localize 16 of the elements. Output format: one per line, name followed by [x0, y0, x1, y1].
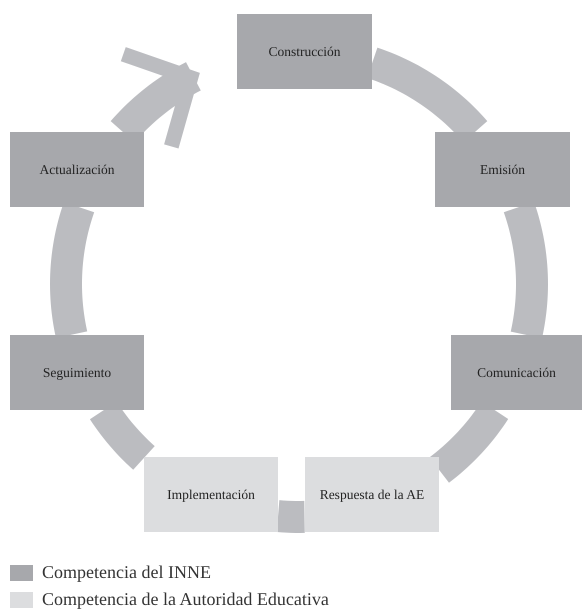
- step-label: Implementación: [167, 486, 255, 502]
- process-box: [435, 132, 570, 207]
- step-label: Emisión: [480, 162, 525, 178]
- process-box: [237, 14, 372, 89]
- step-label: Comunicación: [477, 364, 556, 380]
- process-box: [10, 335, 144, 410]
- step-label: Construcción: [268, 44, 340, 60]
- legend-label: Competencia de la Autoridad Educativa: [42, 589, 329, 609]
- process-box: [144, 457, 278, 532]
- step-label: Respuesta de la AE: [320, 486, 424, 502]
- process-box: [305, 457, 439, 532]
- legend-label: Competencia del INNE: [42, 562, 211, 583]
- step-label: Seguimiento: [42, 364, 112, 380]
- process-box: [451, 335, 582, 410]
- step-label: Actualización: [40, 162, 114, 178]
- process-box: [10, 132, 144, 207]
